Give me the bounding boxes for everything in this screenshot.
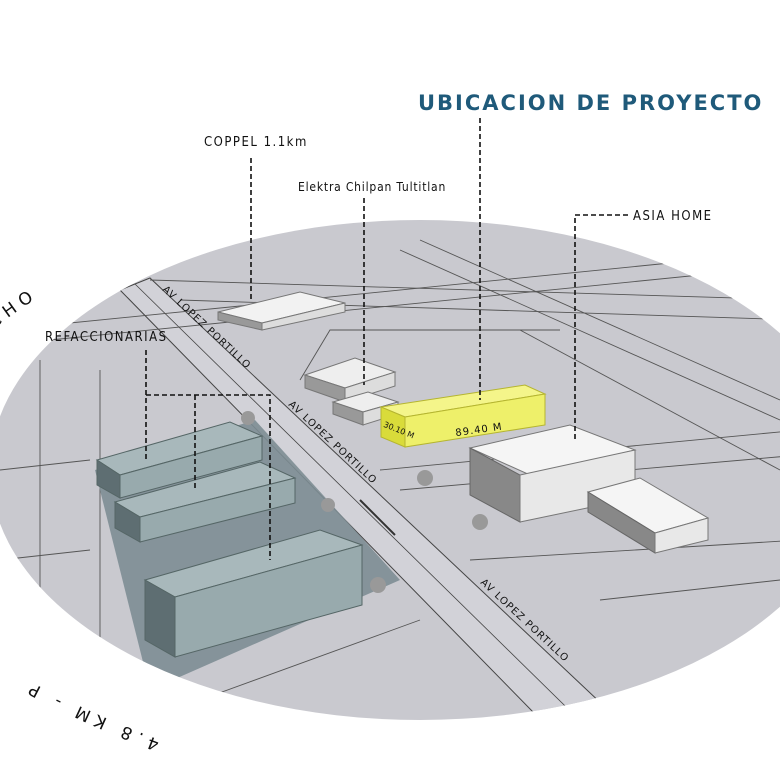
refaccionarias-buildings [95, 421, 364, 658]
arc-text-top: ACHO [0, 284, 36, 344]
arc-text-bottom: 4.8 KM - P [21, 676, 156, 754]
refaccionarias-label: REFACCIONARIAS [45, 330, 168, 345]
asia-home-label: ASIA HOME [633, 209, 713, 224]
coppel-label: COPPEL 1.1km [204, 135, 308, 150]
coppel-building [217, 291, 346, 331]
tree-icons [241, 411, 488, 593]
asia-home-building [468, 424, 710, 554]
elektra-label: Elektra Chilpan Tultitlan [298, 180, 446, 194]
svg-text:ACHO: ACHO [0, 284, 42, 344]
svg-text:4.8 KM - P: 4.8 KM - P [21, 676, 162, 754]
leader-lines [145, 118, 628, 560]
page-title: UBICACION DE PROYECTO [418, 91, 763, 115]
